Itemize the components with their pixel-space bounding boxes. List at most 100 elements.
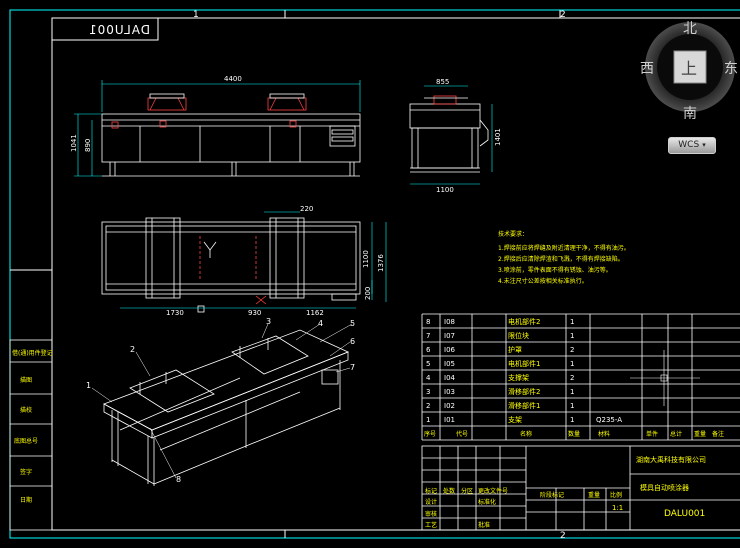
- mirrored-code: DALU001: [88, 23, 150, 37]
- callout-6: 6: [350, 337, 355, 346]
- bom-cell-code: I01: [444, 416, 455, 424]
- dim-side-height: 1401: [494, 128, 502, 146]
- dim-plan-mid: 930: [248, 309, 261, 317]
- bom-cell-name: 护罩: [508, 345, 522, 354]
- bom-cell-no: 4: [426, 374, 431, 382]
- bom-table: [421, 313, 740, 441]
- chevron-down-icon: ▾: [702, 141, 706, 149]
- viewcube-south-label[interactable]: 南: [683, 106, 697, 122]
- bom-cell-name: 电机部件2: [508, 317, 540, 326]
- tb-label-weight: 重量: [588, 491, 600, 499]
- bom-cell-code: I03: [444, 388, 455, 396]
- tb-label-process: 工艺: [425, 521, 437, 529]
- tb-label-mark: 标记: [425, 487, 437, 495]
- ucs-crosshair: [630, 350, 700, 406]
- viewcube-face-top[interactable]: [673, 50, 707, 84]
- dim-plan-height-3: 200: [364, 287, 372, 300]
- dim-front-height-2: 890: [84, 139, 92, 152]
- dim-side-top: 855: [436, 78, 449, 86]
- bom-header-cell: 代号: [456, 430, 468, 438]
- dim-side-width: 1100: [436, 186, 454, 194]
- dim-plan-small: 220: [300, 205, 313, 213]
- side-label-5: 日期: [20, 496, 32, 504]
- tb-label-approve: 批准: [478, 521, 490, 529]
- bom-header-cell: 重量: [694, 430, 706, 438]
- bom-cell-qty: 1: [570, 402, 574, 410]
- drawing-number: DALU001: [664, 509, 705, 519]
- zone-number-top-2: 2: [560, 10, 566, 20]
- dim-front-height-1: 1041: [70, 134, 78, 152]
- tb-label-stage: 阶段标记: [540, 491, 564, 499]
- tb-label-scale: 比例: [610, 491, 622, 499]
- bom-cell-no: 2: [426, 402, 430, 410]
- notes-title: 技术要求：: [498, 230, 528, 238]
- dim-plan-left: 1730: [166, 309, 184, 317]
- bom-cell-name: 滑移部件2: [508, 387, 540, 396]
- bom-header-cell: 数量: [568, 430, 580, 438]
- plan-view[interactable]: [101, 211, 387, 313]
- title-block-texts: 标记 处数 分区 更改文件号 设计 标准化 审核 工艺 批准 阶段标记 重量 比…: [425, 487, 622, 529]
- zone-number-top-1: 1: [193, 10, 199, 20]
- side-label-strip: [9, 339, 53, 531]
- bom-header-cell: 名称: [520, 430, 532, 438]
- bom-cell-qty: 1: [570, 332, 574, 340]
- callout-7: 7: [350, 363, 355, 372]
- company-name: 湖南大禹科技有限公司: [636, 455, 706, 464]
- bom-cell-no: 3: [426, 388, 430, 396]
- bom-header-cell: 材料: [598, 430, 610, 438]
- bom-cell-code: I05: [444, 360, 455, 368]
- zone-number-bottom-2: 2: [560, 531, 566, 541]
- mirrored-code-box: DALU001: [51, 17, 159, 41]
- note-1: 1.焊接前应将焊缝及附近清理干净，不得有油污。: [498, 244, 630, 252]
- drawing-frame: [9, 9, 740, 539]
- callout-8: 8: [176, 475, 181, 484]
- technical-notes: 技术要求： 1.焊接前应将焊缝及附近清理干净，不得有油污。 2.焊接后应清除焊渣…: [498, 230, 630, 285]
- viewcube-north-label[interactable]: 北: [683, 21, 697, 37]
- callout-5: 5: [350, 319, 355, 328]
- drawing-name: 模具自动喷涂器: [640, 483, 689, 492]
- front-view[interactable]: [74, 80, 361, 177]
- callout-2: 2: [130, 345, 135, 354]
- side-label-3: 底图总号: [14, 437, 38, 445]
- bom-cell-qty: 1: [570, 318, 574, 326]
- note-3: 3.喷涂前，零件表面不得有锈蚀、油污等。: [498, 266, 612, 274]
- bom-cell-code: I06: [444, 346, 456, 354]
- tb-label-change: 更改文件号: [478, 487, 508, 495]
- dim-plan-height-2: 1376: [377, 254, 385, 272]
- bom-cell-name: 支架: [508, 415, 522, 424]
- bom-cell-qty: 1: [570, 416, 574, 424]
- wcs-label: WCS: [678, 140, 700, 150]
- sheet-label: 1:1: [612, 504, 623, 512]
- side-label-0: 借(通)用件登记: [12, 349, 53, 357]
- callout-3: 3: [266, 317, 271, 326]
- bom-cell-qty: 2: [570, 346, 574, 354]
- side-label-2: 描校: [20, 406, 32, 414]
- bom-cell-no: 1: [426, 416, 430, 424]
- bom-cell-no: 8: [426, 318, 430, 326]
- bom-cell-material: Q235-A: [596, 416, 622, 424]
- viewcube-east-label[interactable]: 东: [724, 61, 738, 77]
- isometric-callout-lines: [91, 323, 353, 479]
- tb-label-count: 处数: [443, 487, 455, 495]
- side-view[interactable]: [409, 85, 493, 185]
- bom-header-cell: 备注: [712, 430, 724, 438]
- bom-cell-no: 5: [426, 360, 430, 368]
- bom-cell-name: 限位块: [508, 331, 529, 340]
- tb-label-design: 设计: [425, 498, 437, 506]
- viewcube-west-label[interactable]: 西: [640, 61, 654, 77]
- viewcube-top-label[interactable]: 上: [681, 59, 697, 78]
- tb-label-standard: 标准化: [478, 498, 496, 506]
- bom-cell-qty: 1: [570, 388, 574, 396]
- bom-cell-qty: 1: [570, 360, 574, 368]
- note-2: 2.焊接后应清除焊渣和飞溅，不得有焊接缺陷。: [498, 255, 624, 263]
- wcs-menu-button[interactable]: WCS▾: [668, 137, 716, 154]
- title-block: [421, 445, 740, 531]
- side-label-1: 描图: [20, 376, 32, 384]
- callout-1: 1: [86, 381, 91, 390]
- bom-cell-name: 滑移部件1: [508, 401, 540, 410]
- isometric-view[interactable]: [103, 329, 350, 486]
- bom-cell-qty: 2: [570, 374, 574, 382]
- viewcube[interactable]: 北 南 东 西 上: [640, 21, 738, 122]
